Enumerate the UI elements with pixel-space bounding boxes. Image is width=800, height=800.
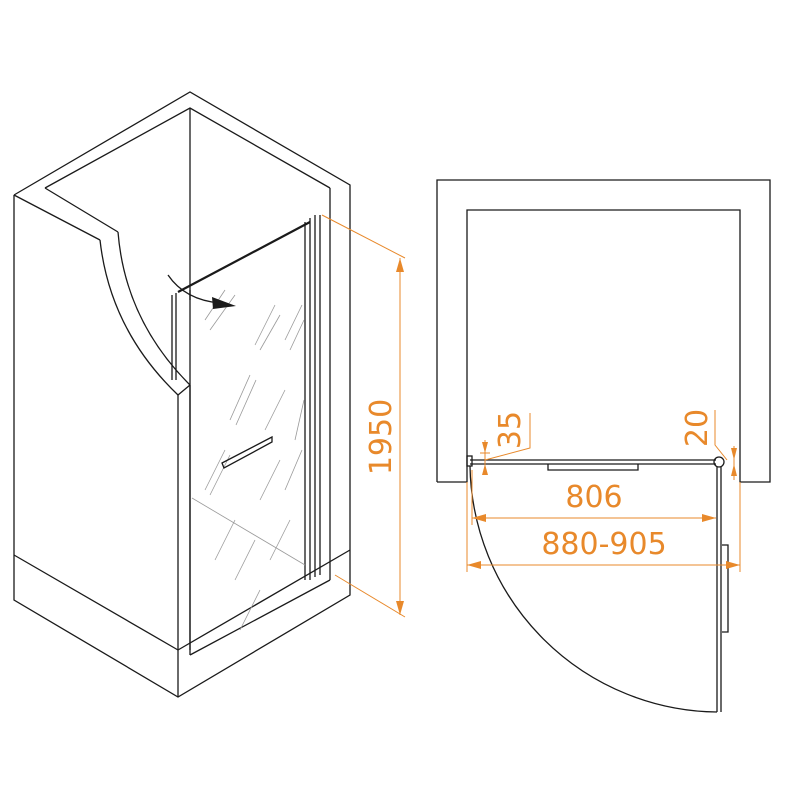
hinge-icon (713, 456, 725, 468)
opening-range-label: 880-905 (541, 527, 666, 562)
wall-outline (13, 91, 351, 698)
door-width-label: 806 (565, 480, 622, 515)
height-label: 1950 (364, 399, 399, 475)
plan-handle (547, 464, 639, 471)
swing-arrow-icon (167, 274, 236, 309)
height-dimension (321, 214, 406, 618)
door-handle (221, 435, 273, 469)
right-profile-label: 20 (680, 409, 715, 447)
left-profile-label: 35 (493, 411, 528, 449)
glass-texture (204, 289, 305, 631)
width-dimensions (466, 410, 741, 572)
plan-view (436, 179, 771, 713)
glass-door (171, 215, 321, 650)
